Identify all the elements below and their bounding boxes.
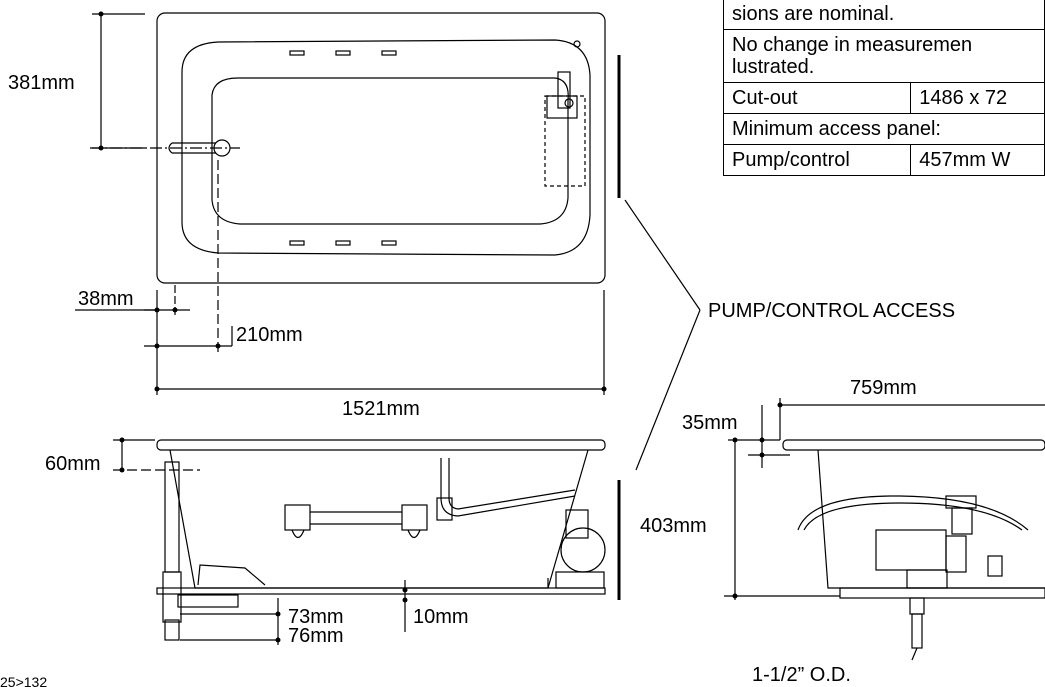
spec-row: sions are nominal. [723,0,1045,30]
spec-cutout-value: 1486 x 72 [910,82,1045,114]
dim-76: 76mm [288,625,344,647]
spec-pump-value: 457mm W [910,144,1045,176]
dim-1521: 1521mm [342,398,420,420]
side-view-tub [156,439,621,641]
dim-381: 381mm [8,72,75,94]
spec-cutout-label: Cut-out [722,82,912,114]
side-view-dimensions [113,439,406,645]
spec-table: sions are nominal. No change in measurem… [722,0,1045,176]
pump-control-access-callout: PUMP/CONTROL ACCESS [708,300,955,322]
spec-row: Minimum access panel: [723,113,1045,145]
footer-code: 25>132 [0,674,47,687]
dim-60: 60mm [45,453,101,475]
pipe-od-label: 1-1/2” O.D. [752,664,851,686]
spec-pump-label: Pump/control [722,144,912,176]
top-view-dimensions [75,13,605,395]
dimension-markers [98,11,783,643]
dim-403: 403mm [640,515,707,537]
dim-35: 35mm [682,412,738,434]
spec-row: Cut-out 1486 x 72 [722,82,1045,114]
spec-row: No change in measuremen lustrated. [723,29,1045,83]
spec-row: Pump/control 457mm W [722,144,1045,176]
spec-nominal: sions are nominal. [723,0,1045,30]
dim-210: 210mm [236,324,303,346]
spec-no-change: No change in measuremen lustrated. [723,29,1045,83]
top-view-tub [90,12,621,284]
access-callout-lines [624,199,701,471]
end-view-tub [782,439,1045,661]
dim-759: 759mm [850,377,917,399]
dim-38: 38mm [78,288,134,310]
spec-access-panel: Minimum access panel: [723,113,1045,145]
dim-10: 10mm [413,606,469,628]
dim-73: 73mm [288,606,344,628]
